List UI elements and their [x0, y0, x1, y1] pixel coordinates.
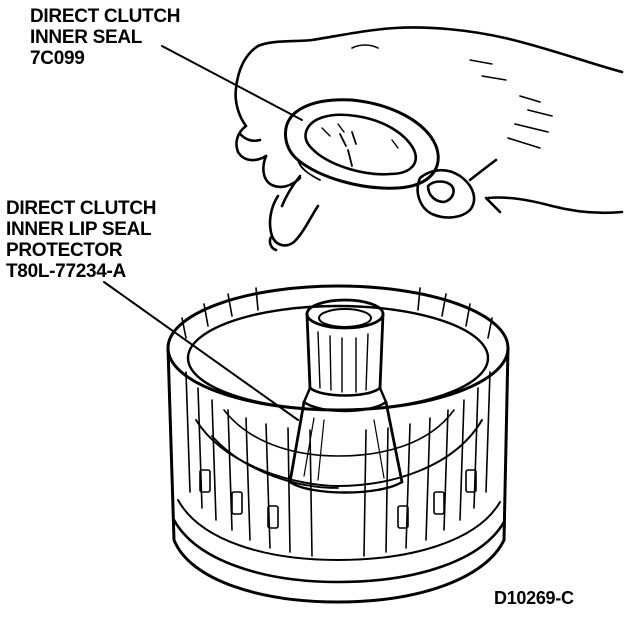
leader-line-protector [103, 281, 299, 421]
callout-inner-seal-part-number: 7C099 [30, 48, 85, 69]
callout-protector-line1: DIRECT CLUTCH [6, 198, 157, 219]
leader-lines [103, 45, 303, 421]
direct-clutch-cylinder [166, 284, 510, 604]
callout-protector-line2: INNER LIP SEAL [6, 219, 152, 240]
callout-inner-seal: DIRECT CLUTCH INNER SEAL 7C099 [30, 6, 181, 69]
callout-protector-line3: PROTECTOR [6, 240, 123, 261]
callout-protector-tool-number: T80L-77234-A [6, 261, 126, 282]
figure-id: D10269-C [494, 588, 574, 608]
leader-line-inner-seal [161, 45, 303, 121]
callout-inner-seal-line2: INNER SEAL [30, 27, 143, 48]
callout-inner-seal-line1: DIRECT CLUTCH [30, 6, 181, 27]
seal-protector-tool [288, 298, 404, 494]
inner-seal-ring [284, 98, 440, 190]
callout-lip-seal-protector: DIRECT CLUTCH INNER LIP SEAL PROTECTOR T… [6, 198, 157, 282]
hand-drawing [234, 26, 624, 252]
